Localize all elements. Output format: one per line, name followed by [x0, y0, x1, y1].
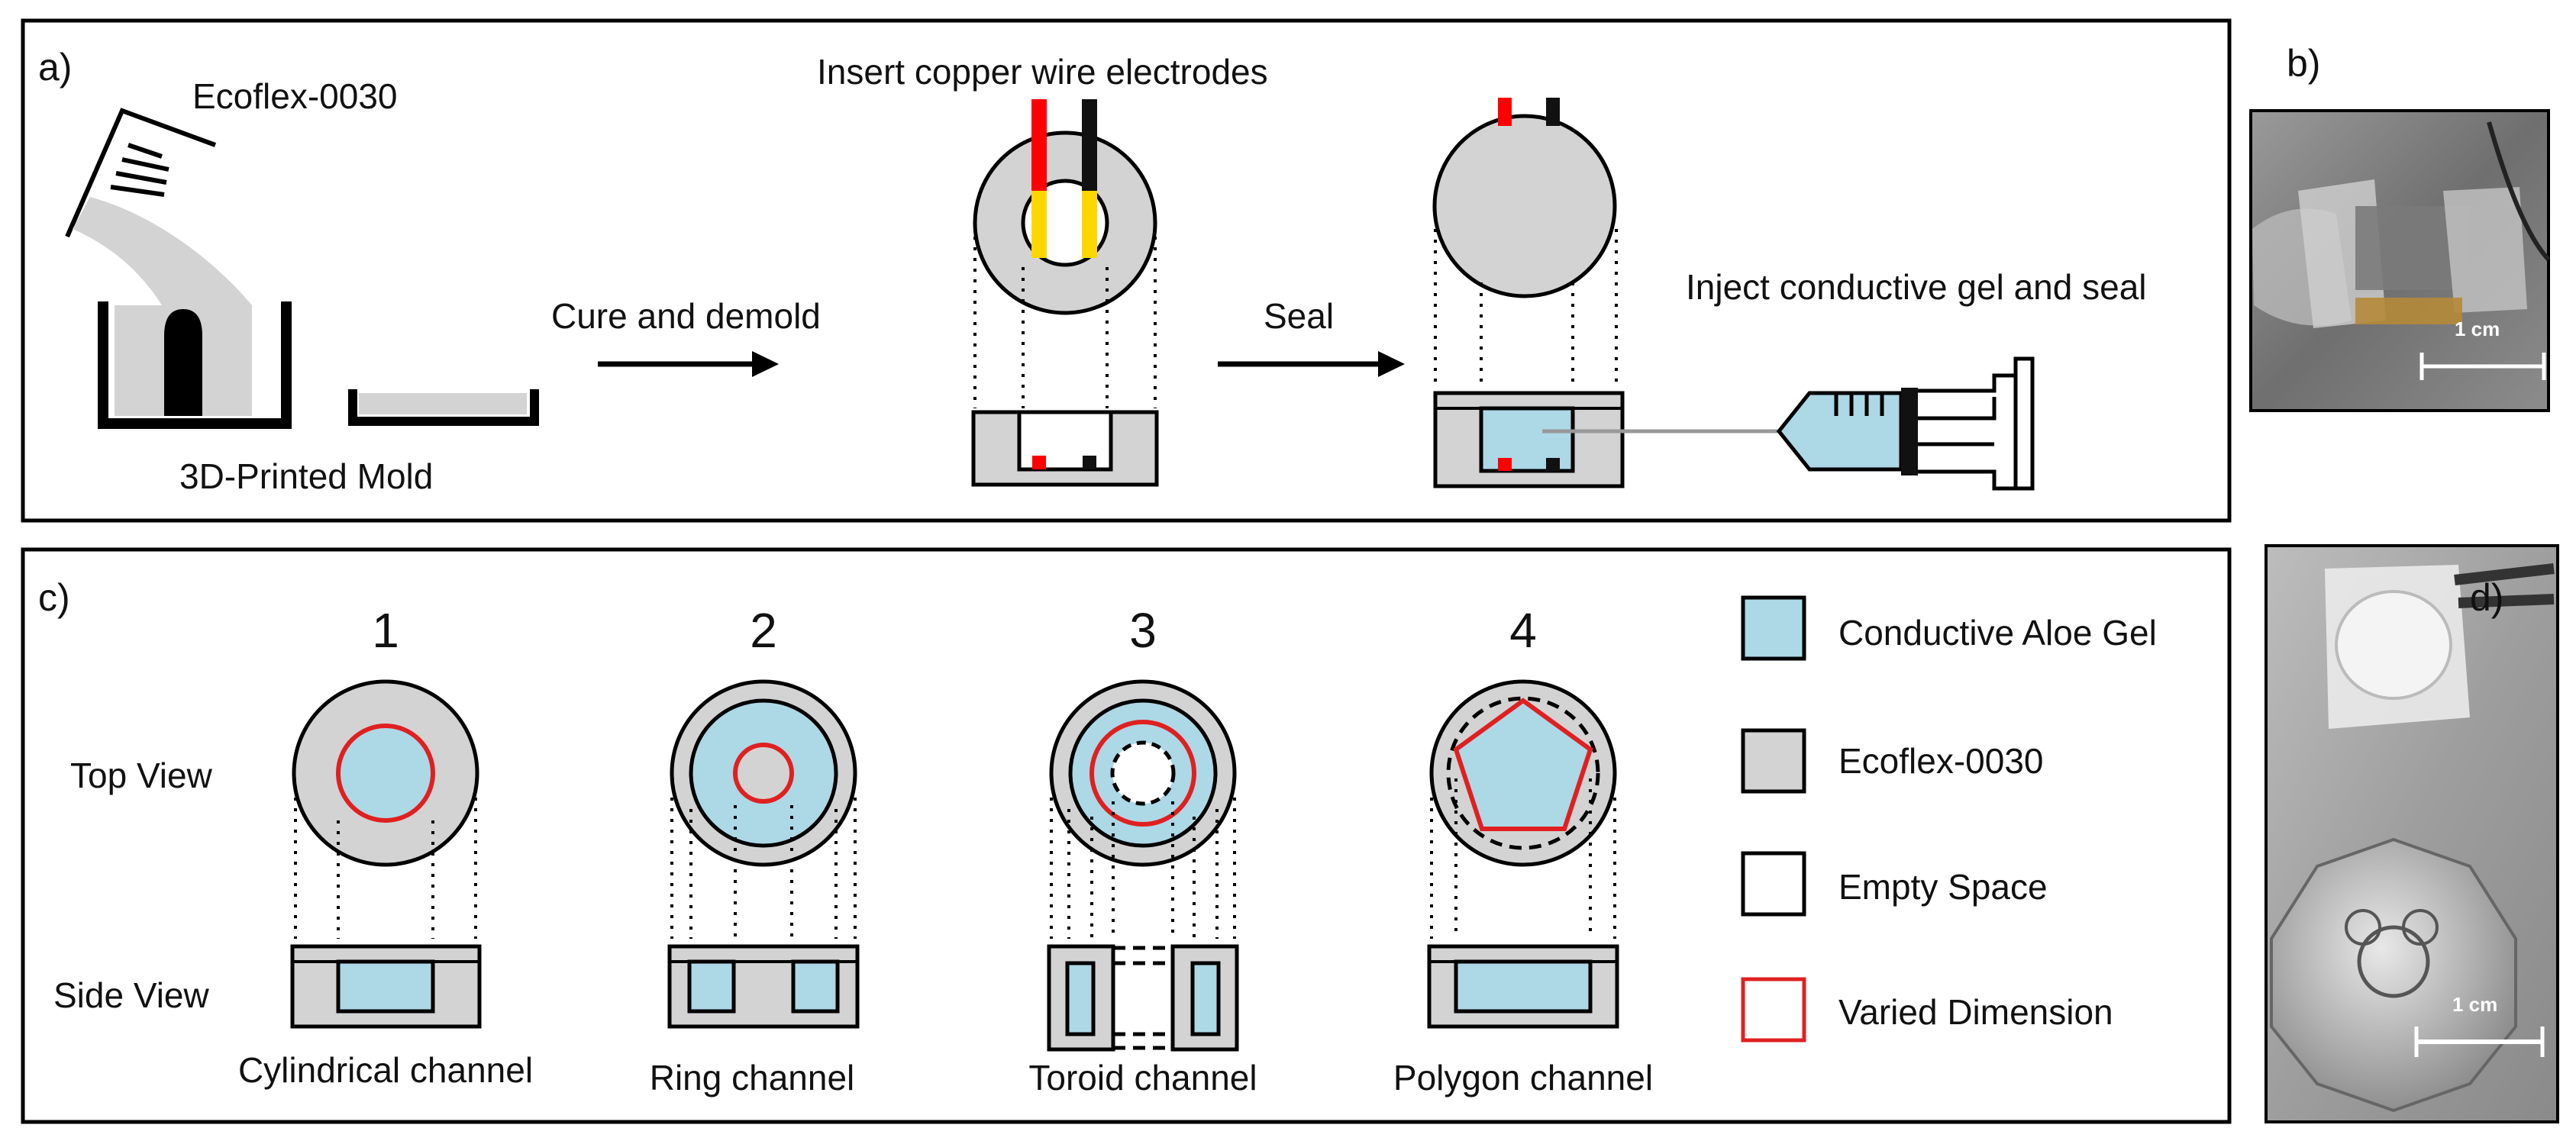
channel-number-1: 1 [372, 603, 399, 658]
electrode-side-view [971, 410, 1159, 487]
panel-c: c) Top View Side View 1 2 3 4 Cylindrica… [21, 547, 2232, 1124]
toroid-channel-diagram [1047, 679, 1239, 1052]
mold-label: 3D-Printed Mold [179, 456, 433, 496]
seal-label: Seal [1264, 296, 1334, 336]
panel-a-frame [21, 18, 2232, 523]
legend-swatch-varied [1741, 977, 1806, 1043]
arrow-cure [598, 351, 779, 377]
panel-a-label: a) [38, 46, 72, 89]
panel-c-frame [21, 547, 2232, 1124]
panel-a: a) Ecoflex-0030 3D-Printed Mold Cure and… [21, 18, 2232, 523]
panel-b: b) 1 cm [2249, 42, 2551, 412]
top-view-label: Top View [70, 756, 213, 795]
ring-channel-diagram [667, 679, 860, 1029]
projection-lines-1 [973, 237, 1157, 408]
legend-swatch-empty [1741, 851, 1806, 917]
electrode-ring-top [973, 99, 1157, 315]
cylindrical-channel-diagram [290, 679, 482, 1029]
channel-number-2: 2 [750, 603, 777, 658]
channel-name-1: Cylindrical channel [238, 1050, 533, 1090]
photo-b: 1 cm [2249, 109, 2551, 412]
projection-lines-2 [1434, 229, 1618, 389]
sealed-side-view [1433, 391, 1625, 488]
channel-name-2: Ring channel [650, 1058, 855, 1097]
panel-d-label: d) [2470, 576, 2503, 619]
side-view-label: Side View [53, 975, 210, 1015]
legend-varied: Varied Dimension [1838, 992, 2113, 1032]
legend-empty: Empty Space [1838, 867, 2048, 907]
inject-label: Inject conductive gel and seal [1686, 267, 2147, 307]
insert-label: Insert copper wire electrodes [817, 52, 1268, 92]
panel-d: 1 cm d) [2264, 544, 2559, 1123]
scale-label-d: 1 cm [2452, 993, 2497, 1016]
arrow-seal [1218, 351, 1405, 377]
legend-ecoflex: Ecoflex-0030 [1838, 741, 2044, 781]
scale-label-b: 1 cm [2455, 317, 2500, 340]
pouring-cup [65, 108, 217, 238]
red-wire-copper [1031, 191, 1047, 258]
red-wire [1031, 99, 1047, 191]
legend-swatch-gel [1741, 595, 1806, 661]
legend-swatch-ecoflex [1741, 728, 1806, 794]
cure-label: Cure and demold [551, 296, 821, 336]
ecoflex-label: Ecoflex-0030 [192, 76, 398, 116]
legend: Conductive Aloe Gel Ecoflex-0030 Empty S… [1741, 595, 2157, 1043]
black-wire-copper [1082, 191, 1097, 258]
channel-name-4: Polygon channel [1393, 1058, 1653, 1097]
3d-printed-mold [98, 301, 292, 429]
legend-gel: Conductive Aloe Gel [1838, 613, 2157, 653]
panel-b-label: b) [2287, 42, 2320, 85]
polygon-channel-diagram [1427, 679, 1619, 1029]
syringe [1776, 356, 2035, 491]
channel-number-4: 4 [1509, 603, 1537, 658]
panel-c-label: c) [38, 576, 70, 619]
sealed-top-view [1432, 98, 1617, 298]
photo-d: 1 cm [2264, 544, 2559, 1123]
black-wire [1082, 99, 1097, 191]
channel-number-3: 3 [1129, 603, 1157, 658]
channel-name-3: Toroid channel [1028, 1058, 1257, 1097]
demolded-part [348, 389, 539, 426]
